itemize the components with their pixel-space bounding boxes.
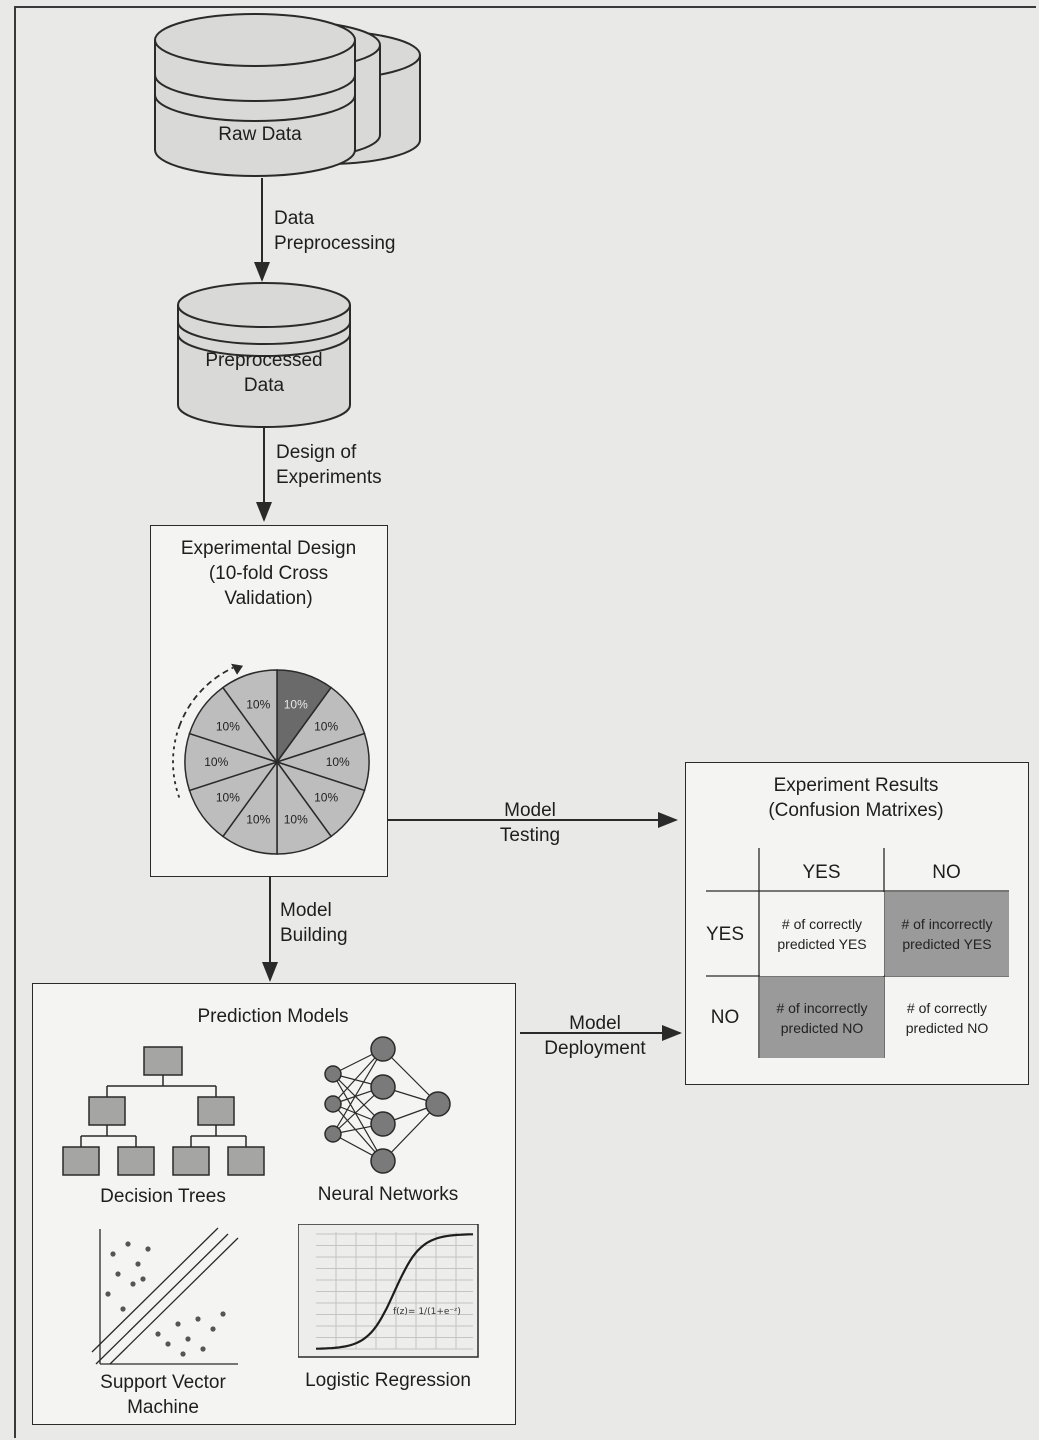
neural-network-node: [370, 1074, 396, 1100]
pie-slice-label: 10%: [326, 755, 350, 769]
svm-data-point: [130, 1281, 136, 1287]
pie-slice-label: 10%: [246, 813, 270, 827]
raw-data-database-icon: [154, 13, 421, 177]
pie-slice-label: 10%: [314, 791, 338, 805]
model-deployment-label: Model Deployment: [544, 1013, 646, 1059]
svm-data-point: [110, 1251, 116, 1257]
neural-network-node: [370, 1148, 396, 1174]
pie-slice-label: 10%: [284, 697, 308, 711]
neural-network-node: [324, 1125, 342, 1143]
rotation-arrowhead-icon: [231, 663, 244, 675]
svm-data-point: [220, 1311, 226, 1317]
row-header-yes: YES: [705, 924, 745, 945]
support-vector-machine-icon: [91, 1227, 239, 1365]
svm-data-point: [140, 1276, 146, 1282]
pie-slice-label: 10%: [246, 697, 270, 711]
logistic-regression-label: Logistic Regression: [305, 1370, 471, 1391]
neural-network-node: [370, 1036, 396, 1062]
prediction-models-box: Prediction Models Decision Trees Neural …: [32, 983, 516, 1425]
svm-data-point: [105, 1291, 111, 1297]
svm-data-point: [120, 1306, 126, 1312]
svm-data-point: [165, 1341, 171, 1347]
neural-networks-label: Neural Networks: [317, 1184, 459, 1205]
svm-data-point: [195, 1316, 201, 1322]
support-vector-machine-label: Support Vector Machine: [100, 1372, 226, 1418]
row-header-no: NO: [710, 1007, 740, 1028]
svm-data-point: [135, 1261, 141, 1267]
decision-tree-icon: [62, 1046, 265, 1176]
preprocessed-data-database-icon: [177, 282, 351, 428]
neural-network-node: [324, 1065, 342, 1083]
pie-slice-label: 10%: [284, 813, 308, 827]
logistic-regression-icon: f(z)= 1/(1+e⁻ᶻ): [298, 1224, 479, 1358]
svm-data-point: [175, 1321, 181, 1327]
pie-slice-label: 10%: [314, 719, 338, 733]
pie-slice: [221, 669, 278, 765]
page-frame: [14, 6, 1036, 1438]
cross-validation-pie-chart: 10% 10% 10% 10% 10% 10% 10% 10% 10% 10%: [172, 663, 370, 855]
neural-network-icon: [324, 1036, 451, 1174]
rotation-arrow-icon: [178, 666, 234, 727]
experiment-results-title: Experiment Results (Confusion Matrixes): [768, 775, 944, 821]
svm-data-point: [180, 1351, 186, 1357]
svm-data-point: [185, 1336, 191, 1342]
svm-data-point: [145, 1246, 151, 1252]
svm-data-point: [125, 1241, 131, 1247]
neural-network-edge: [332, 1048, 384, 1135]
neural-network-edge: [382, 1103, 439, 1162]
neural-network-edge: [332, 1073, 384, 1162]
neural-network-node: [425, 1091, 451, 1117]
pie-slice-label: 10%: [216, 791, 240, 805]
experimental-design-title: Experimental Design (10-fold Cross Valid…: [180, 538, 357, 609]
neural-network-node: [370, 1111, 396, 1137]
column-header-no: NO: [932, 862, 961, 883]
svg-text:f(z)= 1/(1+e⁻ᶻ): f(z)= 1/(1+e⁻ᶻ): [393, 1307, 461, 1317]
column-header-yes: YES: [802, 862, 841, 883]
experimental-design-box: Experimental Design (10-fold Cross Valid…: [150, 525, 388, 877]
neural-network-node: [324, 1095, 342, 1113]
neural-network-edge: [382, 1048, 439, 1105]
model-testing-label: Model Testing: [499, 800, 561, 846]
svm-data-point: [115, 1271, 121, 1277]
raw-data-label: Raw Data: [218, 124, 302, 145]
preprocessed-data-label: Preprocessed Data: [205, 350, 323, 396]
svm-data-point: [155, 1331, 161, 1337]
svm-data-point: [200, 1346, 206, 1352]
pie-slice-label: 10%: [216, 719, 240, 733]
rotation-arrow-tail-icon: [172, 726, 181, 798]
decision-trees-label: Decision Trees: [100, 1186, 226, 1207]
pie-slice-label: 10%: [204, 755, 228, 769]
prediction-models-title: Prediction Models: [197, 1006, 349, 1027]
svm-data-point: [210, 1326, 216, 1332]
experiment-results-box: Experiment Results (Confusion Matrixes) …: [685, 762, 1029, 1085]
model-building-label: Model Building: [280, 900, 348, 946]
data-preprocessing-label: Data Preprocessing: [274, 208, 396, 254]
design-of-experiments-label: Design of Experiments: [276, 442, 382, 488]
